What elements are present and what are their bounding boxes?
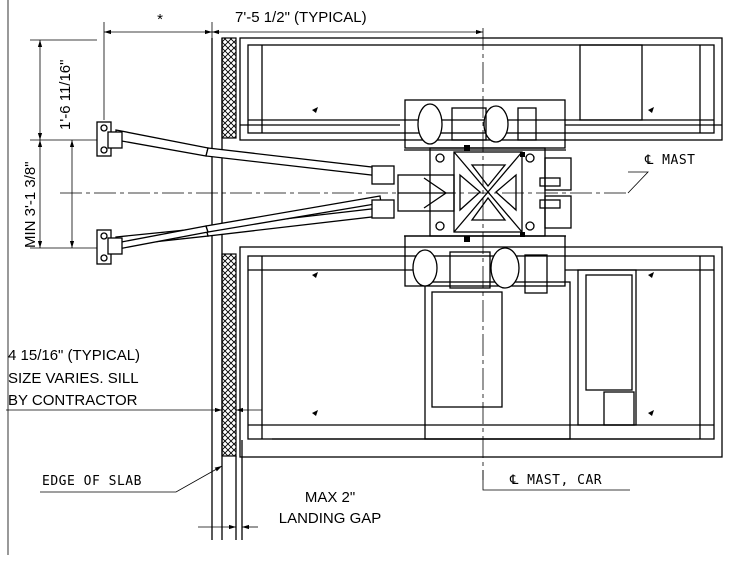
lower-platform: [239, 246, 723, 458]
mast-assembly: [397, 99, 572, 294]
slab-edge: [211, 37, 243, 540]
bracket-offset-label: 1'-6 11/16": [57, 60, 74, 130]
sill-label-line3: BY CONTRACTOR: [8, 392, 138, 409]
mast-car-centerline-label: ℄ MAST, CAR: [509, 473, 602, 488]
wall-hatch-upper: [221, 37, 237, 139]
wall-hatch-lower: [221, 253, 237, 457]
mast-centerline-label: ℄ MAST: [644, 153, 695, 168]
sill-label-line2: SIZE VARIES. SILL: [8, 370, 139, 387]
tie-in-arms: [115, 129, 395, 250]
sill-label-line1: 4 15/16" (TYPICAL): [8, 347, 140, 364]
dimensions: [6, 22, 649, 530]
landing-gap-label-line2: LANDING GAP: [279, 510, 382, 527]
edge-of-slab-label: EDGE OF SLAB: [42, 474, 142, 489]
star-dimension-label: *: [157, 11, 163, 28]
min-spacing-label: MIN 3'-1 3/8": [22, 161, 39, 248]
upper-platform: [239, 37, 723, 141]
typical-width-label: 7'-5 1/2" (TYPICAL): [235, 9, 367, 26]
wall-brackets: [96, 121, 123, 265]
landing-gap-label-line1: MAX 2": [305, 489, 355, 506]
